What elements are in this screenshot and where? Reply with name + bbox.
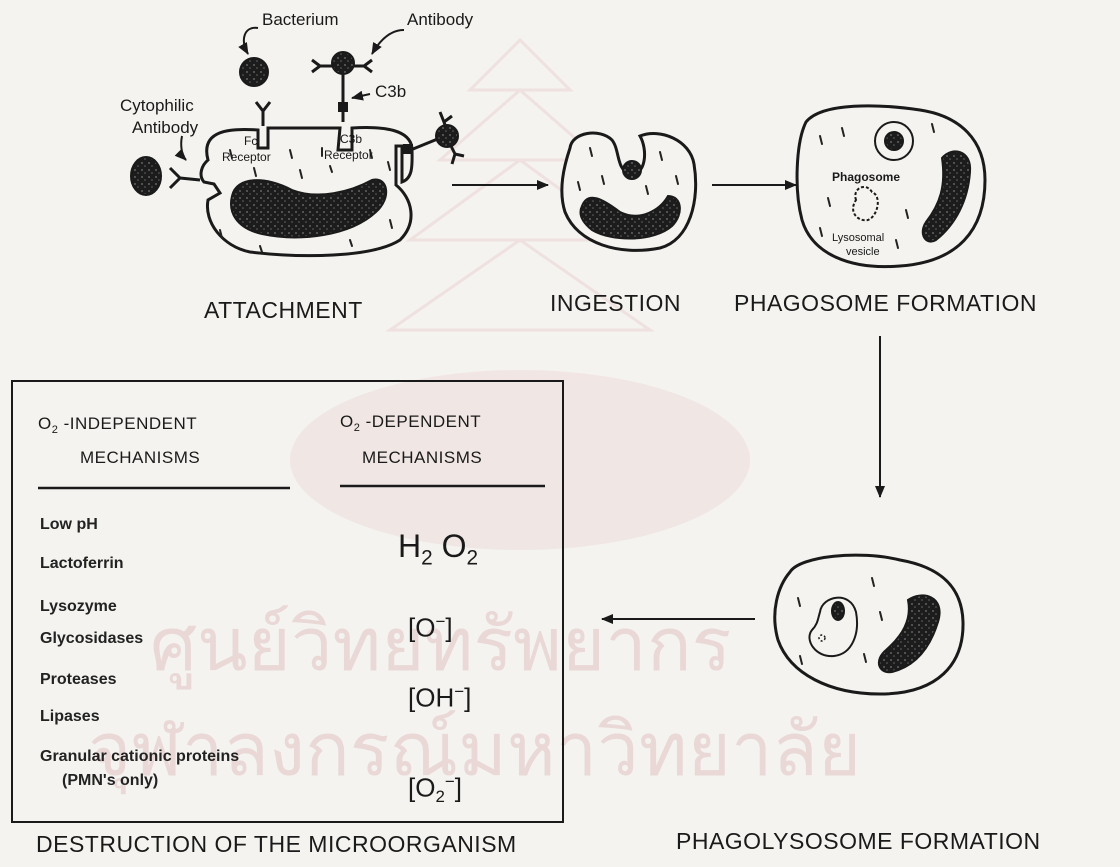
phagosome-cell — [797, 106, 985, 267]
mechanism-low-ph: Low pH — [40, 516, 98, 534]
c3b-receptor-label: Receptor — [324, 148, 373, 162]
phagolysosome-cell — [775, 555, 963, 694]
stage-destruction: DESTRUCTION OF THE MICROORGANISM — [36, 831, 517, 858]
lysosomal-label-line2: vesicle — [846, 246, 880, 258]
stage-attachment: ATTACHMENT — [204, 297, 363, 324]
attachment-cell — [131, 28, 464, 256]
o2-independent-header: O2 -INDEPENDENT — [38, 414, 197, 436]
h2o2: H2 O2 — [398, 528, 478, 570]
lysosomal-label-line1: Lysosomal — [832, 232, 884, 244]
o2-dependent-header: O2 -DEPENDENT — [340, 412, 481, 434]
superoxide-o2-minus: [O2−] — [408, 772, 462, 807]
mechanism-granular-cationic-proteins: Granular cationic proteins — [40, 748, 239, 766]
o2-independent-header-line2: MECHANISMS — [80, 448, 200, 468]
cytophilic-antibody-label-line1: Cytophilic — [120, 96, 194, 116]
mechanism-lysozyme: Lysozyme — [40, 598, 117, 616]
phagosome-bacterium — [885, 132, 903, 150]
mechanism-pmn-only-note: (PMN's only) — [62, 772, 158, 790]
mechanism-lipases: Lipases — [40, 708, 100, 726]
fc-receptor-label: Receptor — [222, 150, 271, 164]
stage-ingestion: INGESTION — [550, 290, 681, 317]
stage-phagosome-formation: PHAGOSOME FORMATION — [734, 290, 1037, 317]
c3b-receptor-c3b-label: C3b — [340, 132, 362, 146]
hydroxyl-oh-minus: [OH−] — [408, 682, 471, 713]
ingestion-cell — [562, 133, 696, 250]
mechanism-lactoferrin: Lactoferrin — [40, 555, 124, 573]
phagosome-label: Phagosome — [832, 170, 900, 184]
antibody-label: Antibody — [407, 10, 473, 30]
ingested-bacterium — [623, 161, 641, 179]
mechanism-glycosidases: Glycosidases — [40, 630, 143, 648]
fc-label: Fc — [244, 134, 257, 148]
mechanism-proteases: Proteases — [40, 671, 117, 689]
c3b-label: C3b — [375, 82, 406, 102]
o2-dependent-header-line2: MECHANISMS — [362, 448, 482, 468]
superoxide-o-minus: [O−] — [408, 612, 453, 643]
cytophilic-antibody-label-line2: Antibody — [132, 118, 198, 138]
stage-phagolysosome-formation: PHAGOLYSOSOME FORMATION — [676, 828, 1041, 855]
bacterium-label: Bacterium — [262, 10, 339, 30]
